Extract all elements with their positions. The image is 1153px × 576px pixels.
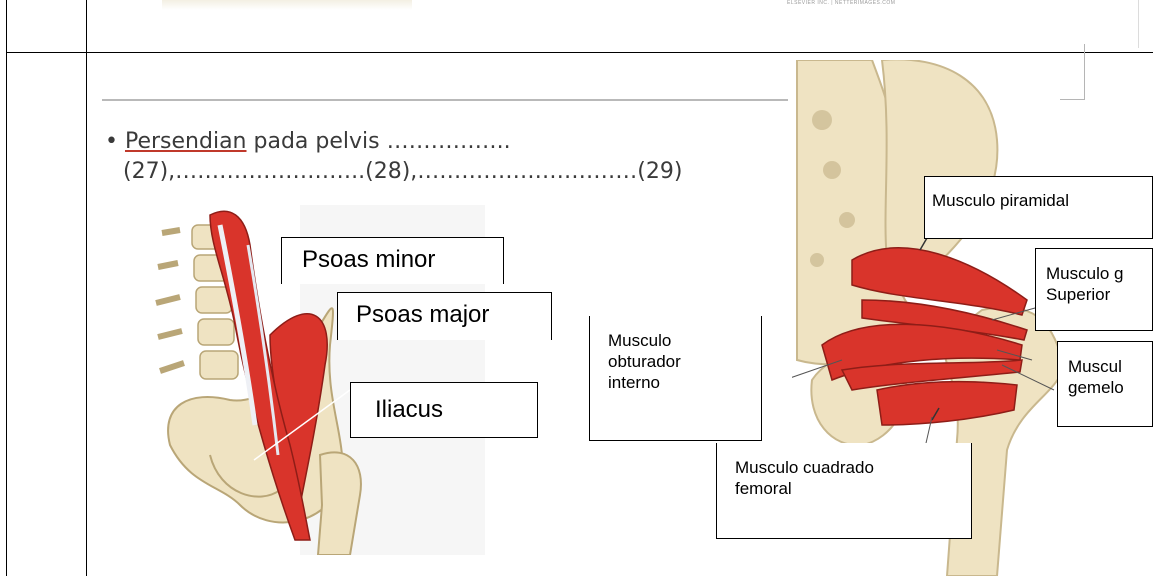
label-psoas-major-text: Psoas major (356, 301, 489, 328)
previous-slide-strip: ELSEVIER INC. | NETTERIMAGES.COM (102, 0, 1153, 50)
bullet-text: • Persendian pada pelvis …………….. (27),……… (105, 127, 785, 187)
table-border-left (6, 0, 7, 576)
bullet-line-1: • Persendian pada pelvis …………….. (105, 127, 785, 157)
bullet-underlined-word: Persendian (125, 129, 247, 154)
label-gemelo-superior-line2: Superior (1046, 284, 1152, 305)
previous-slide-image-edge (162, 0, 412, 10)
bullet-line-1-rest: pada pelvis …………….. (247, 129, 511, 154)
label-psoas-minor-text: Psoas minor (302, 246, 435, 273)
label-gemelo-superior-line1: Musculo g (1046, 263, 1152, 284)
label-gemelo-inferior: Muscul gemelo (1057, 341, 1153, 427)
table-row-divider (6, 52, 1153, 53)
label-cuadrado-line2: femoral (735, 478, 971, 499)
label-obturador-line1: Musculo (608, 330, 761, 351)
label-musculo-piramidal: Musculo piramidal (924, 176, 1153, 239)
slide-title-rule (102, 99, 788, 101)
label-iliacus-text: Iliacus (375, 396, 443, 423)
label-iliacus: Iliacus (350, 382, 538, 438)
bullet-dot: • (105, 129, 125, 154)
label-gemelo-superior: Musculo g Superior (1035, 248, 1153, 331)
label-obturador-line2: obturador (608, 351, 761, 372)
watermark-text: ELSEVIER INC. | NETTERIMAGES.COM (787, 0, 895, 6)
label-musculo-piramidal-text: Musculo piramidal (932, 191, 1069, 210)
label-obturador-line3: interno (608, 372, 761, 393)
label-cuadrado-line1: Musculo cuadrado (735, 457, 971, 478)
label-cuadrado-femoral: Musculo cuadrado femoral (716, 443, 972, 539)
label-obturador-interno: Musculo obturador interno (589, 316, 762, 441)
previous-slide-right-edge (1138, 0, 1139, 48)
table-column-divider (86, 0, 87, 576)
bullet-line-2: (27),……………………..(28),…………………………(29) (105, 157, 785, 187)
label-gemelo-inferior-line1: Muscul (1068, 356, 1152, 377)
label-psoas-major: Psoas major (337, 292, 552, 340)
label-gemelo-inferior-line2: gemelo (1068, 377, 1152, 398)
label-psoas-minor: Psoas minor (281, 237, 504, 284)
